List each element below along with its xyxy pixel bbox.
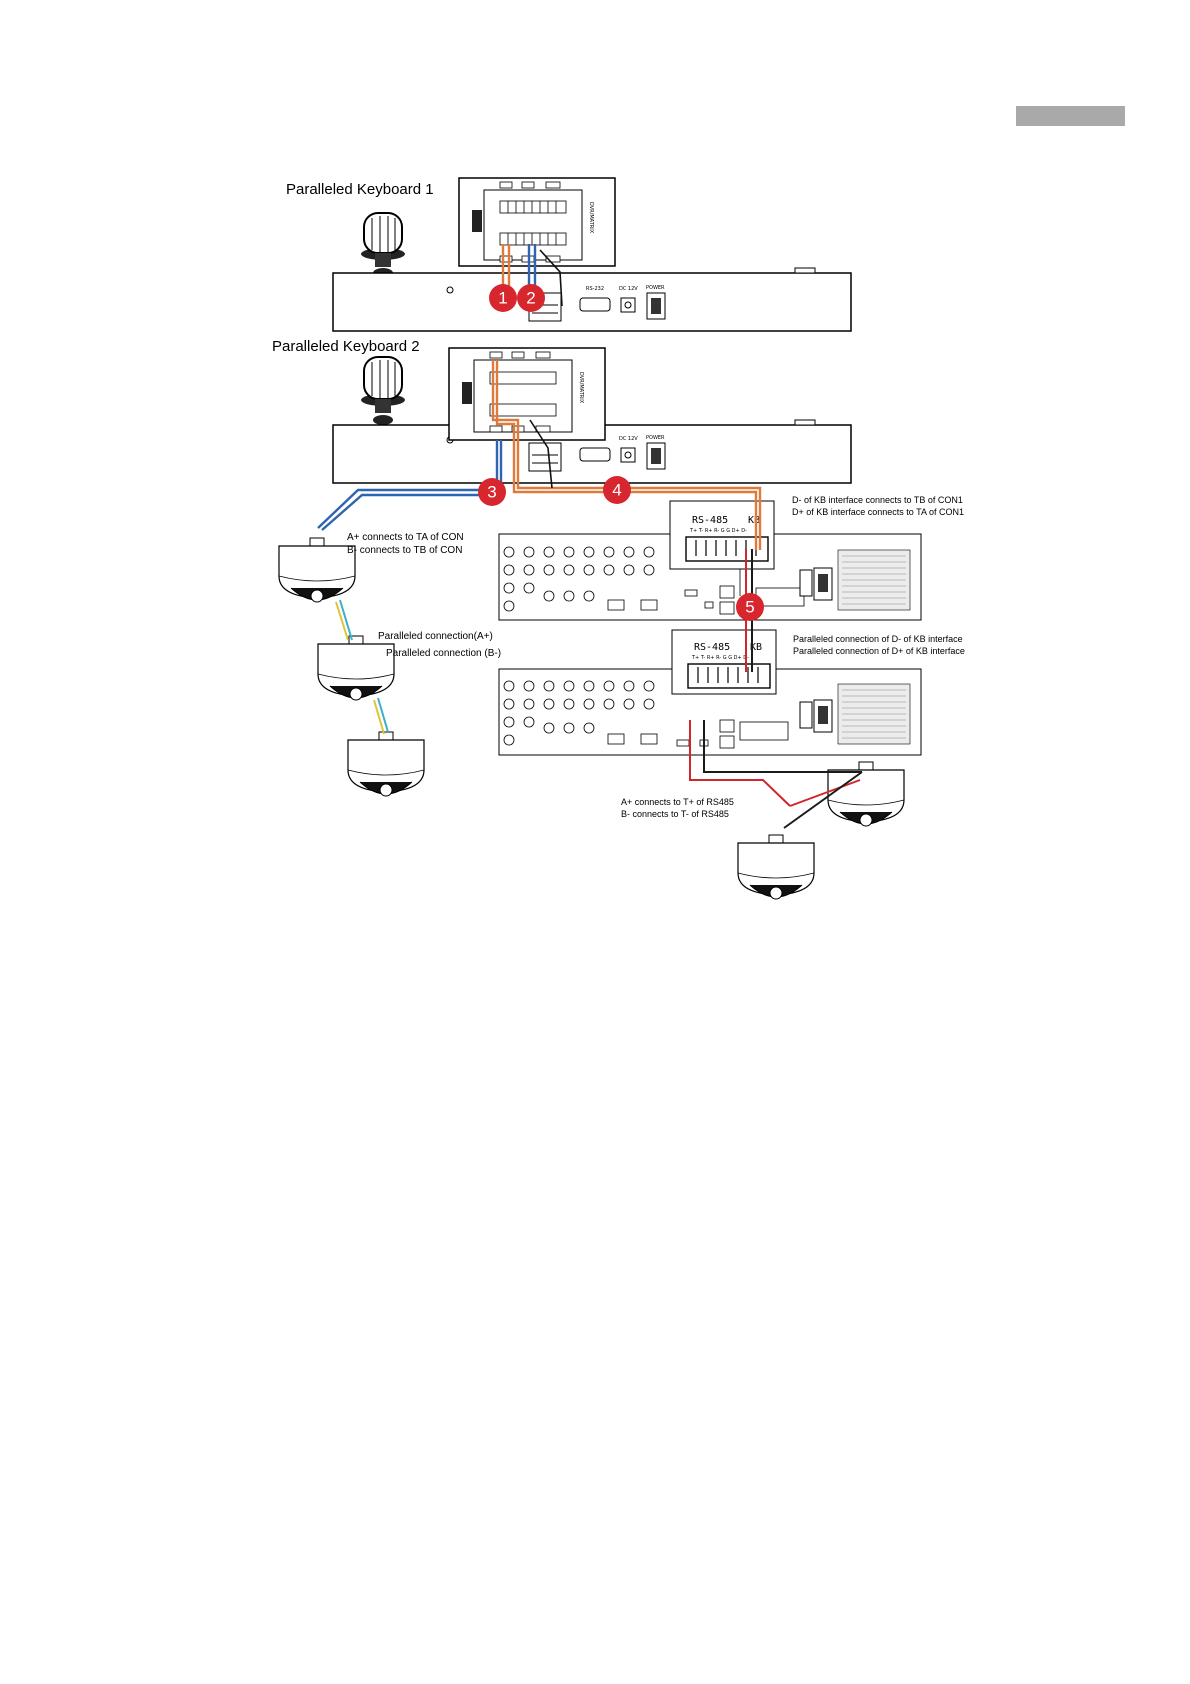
note-con-line1: A+ connects to TA of CON bbox=[347, 532, 464, 543]
svg-text:4: 4 bbox=[612, 481, 621, 500]
rs232-port bbox=[579, 447, 611, 462]
kb-label: KB bbox=[748, 515, 760, 526]
joystick-icon bbox=[361, 356, 405, 425]
module-1-label: DVR/MATRIX bbox=[588, 202, 594, 234]
badge-1: 1 bbox=[489, 284, 517, 312]
note-kb-con1-line1: D- of KB interface connects to TB of CON… bbox=[792, 495, 963, 505]
keyboard-1: Paralleled Keyboard 1 RS-232 DC 12V POWE… bbox=[286, 177, 852, 332]
module-2-label: DVR/MATRIX bbox=[578, 372, 584, 404]
note-kb-parallel-line2: Paralleled connection of D+ of KB interf… bbox=[793, 646, 965, 656]
power-label: POWER bbox=[646, 285, 665, 291]
rs232-label: RS-232 bbox=[586, 286, 604, 292]
dvr-1: RS-485 KB T+ T- R+ R- G G D+ D- bbox=[498, 500, 922, 621]
dvr-2: RS-485 KB T+ T- R+ R- G G D+ D- bbox=[498, 629, 922, 756]
wire-cyan bbox=[339, 599, 389, 733]
note-kb-parallel-line1: Paralleled connection of D- of KB interf… bbox=[793, 634, 963, 644]
dc-label: DC 12V bbox=[619, 286, 638, 292]
note-parallel-a: Paralleled connection(A+) bbox=[378, 631, 493, 642]
note-kb-con1-line2: D+ of KB interface connects to TA of CON… bbox=[792, 507, 964, 517]
rs485-label: RS-485 bbox=[694, 642, 730, 653]
dome-camera-icon bbox=[278, 537, 356, 603]
badge-5: 5 bbox=[736, 593, 764, 621]
dome-camera-icon bbox=[317, 635, 395, 701]
svg-text:1: 1 bbox=[498, 289, 507, 308]
ac-socket bbox=[799, 569, 813, 597]
wire-yellow bbox=[335, 601, 385, 735]
badge-3: 3 bbox=[478, 478, 506, 506]
svg-text:2: 2 bbox=[526, 289, 535, 308]
terminal-block bbox=[687, 663, 771, 689]
joystick-icon bbox=[361, 212, 405, 278]
svg-text:3: 3 bbox=[487, 483, 496, 502]
dome-camera-icon bbox=[737, 834, 815, 900]
pin-labels: T+ T- R+ R- G G D+ D- bbox=[689, 528, 747, 534]
dome-camera-icon bbox=[347, 731, 425, 797]
pin-labels: T+ T- R+ R- G G D+ D- bbox=[691, 655, 749, 661]
dc-jack bbox=[620, 297, 636, 313]
dc-jack bbox=[620, 447, 636, 463]
keyboard-2: Paralleled Keyboard 2 DC 12V POWER DVR/M… bbox=[272, 338, 852, 484]
rs232-port bbox=[579, 297, 611, 312]
keyboard-2-title: Paralleled Keyboard 2 bbox=[272, 338, 420, 355]
ac-socket bbox=[799, 701, 813, 729]
note-parallel-b: Paralleled connection (B-) bbox=[386, 648, 501, 659]
badge-4: 4 bbox=[603, 476, 631, 504]
svg-text:5: 5 bbox=[745, 598, 754, 617]
note-con-line2: B- connects to TB of CON bbox=[347, 545, 462, 556]
keyboard-1-title: Paralleled Keyboard 1 bbox=[286, 181, 434, 198]
kb-label: KB bbox=[750, 642, 762, 653]
rs485-label: RS-485 bbox=[692, 515, 728, 526]
terminal-block bbox=[685, 536, 769, 562]
power-label: POWER bbox=[646, 435, 665, 441]
dc-label: DC 12V bbox=[619, 436, 638, 442]
note-rs485-line1: A+ connects to T+ of RS485 bbox=[621, 797, 734, 807]
badge-2: 2 bbox=[517, 284, 545, 312]
note-rs485-line2: B- connects to T- of RS485 bbox=[621, 809, 729, 819]
page-tab-marker bbox=[1016, 106, 1125, 126]
